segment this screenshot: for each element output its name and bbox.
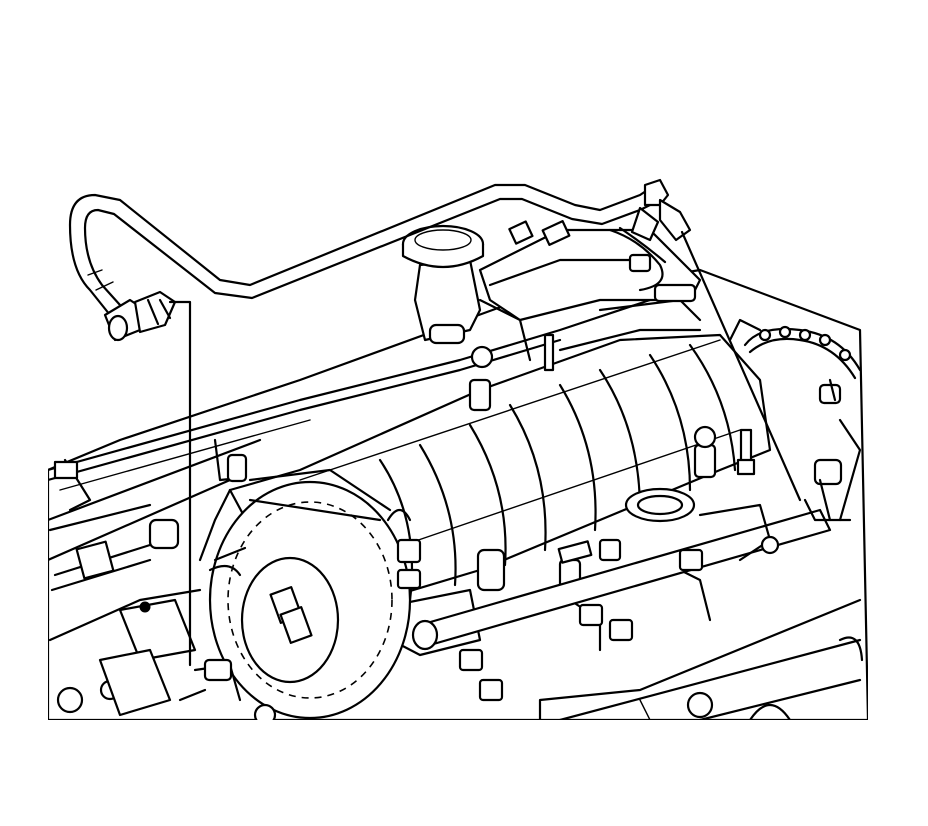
callout-leaders bbox=[168, 230, 802, 667]
right-hose-connector bbox=[608, 178, 692, 292]
right-wiring bbox=[743, 325, 862, 522]
hose-connector bbox=[103, 290, 177, 342]
throttle-body bbox=[178, 468, 412, 720]
right-upper-duct bbox=[478, 220, 762, 352]
pcv-hose bbox=[68, 183, 662, 317]
fuel-rail bbox=[411, 487, 832, 651]
throttle-bracket bbox=[98, 438, 248, 717]
fuel-injector bbox=[386, 333, 756, 702]
wiring-harness bbox=[48, 288, 682, 592]
